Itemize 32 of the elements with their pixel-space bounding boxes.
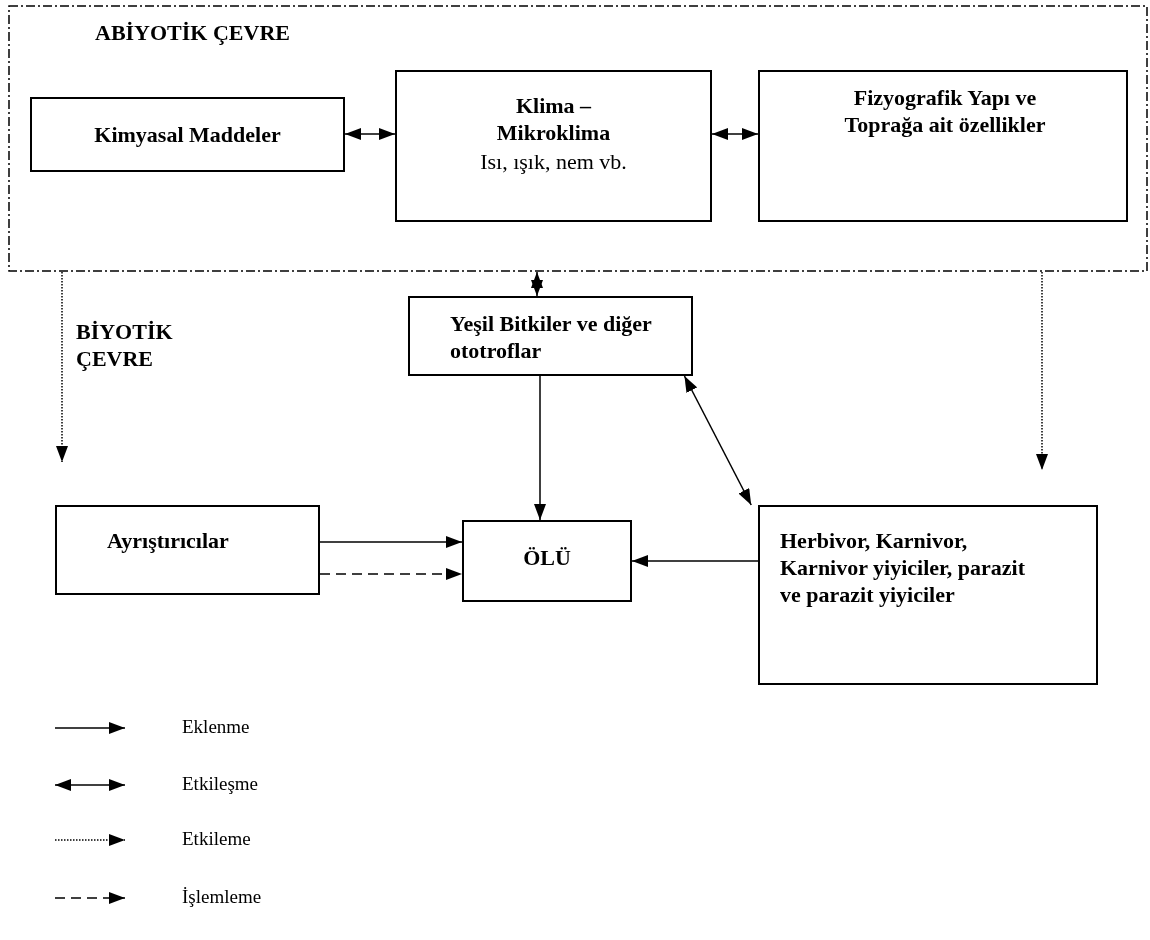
box-title: Yeşil Bitkiler ve diğer ototroflar <box>450 310 653 364</box>
process-box <box>395 70 712 222</box>
process-box <box>758 70 1128 222</box>
arrow <box>683 375 752 506</box>
box-title: Herbivor, Karnivor, Karnivor yiyiciler, parazit ve parazit yiyiciler <box>780 527 1027 608</box>
box-title: Klima – Mikroklima <box>495 92 612 146</box>
box-title: Ayrıştırıcılar <box>107 527 230 554</box>
box-subtitle: Isı, ışık, nem vb. <box>479 148 628 175</box>
box-title: Fizyografik Yapı ve Toprağa ait özellikler <box>843 84 1047 138</box>
arrow <box>319 536 463 548</box>
box-title: Kimyasal Maddeler <box>93 121 282 148</box>
arrow <box>531 271 543 297</box>
arrow <box>711 128 759 140</box>
process-box <box>462 520 632 602</box>
section-label: BİYOTİK ÇEVRE <box>76 318 174 372</box>
box-title: ÖLÜ <box>522 544 572 571</box>
process-box <box>55 505 320 595</box>
group-frame <box>8 5 1148 272</box>
process-box <box>408 296 693 376</box>
arrow <box>319 568 463 580</box>
process-box <box>30 97 345 172</box>
legend-text: Etkileşme <box>182 773 258 795</box>
arrow <box>344 128 396 140</box>
legend-text: İşlemleme <box>182 886 262 908</box>
arrow <box>631 555 759 567</box>
arrow <box>534 375 546 521</box>
process-box <box>758 505 1098 685</box>
arrow <box>56 271 68 463</box>
group-title: ABİYOTİK ÇEVRE <box>95 19 291 46</box>
arrow <box>1036 271 1048 471</box>
legend-text: Eklenme <box>182 716 250 738</box>
legend-text: Etkileme <box>182 828 251 850</box>
